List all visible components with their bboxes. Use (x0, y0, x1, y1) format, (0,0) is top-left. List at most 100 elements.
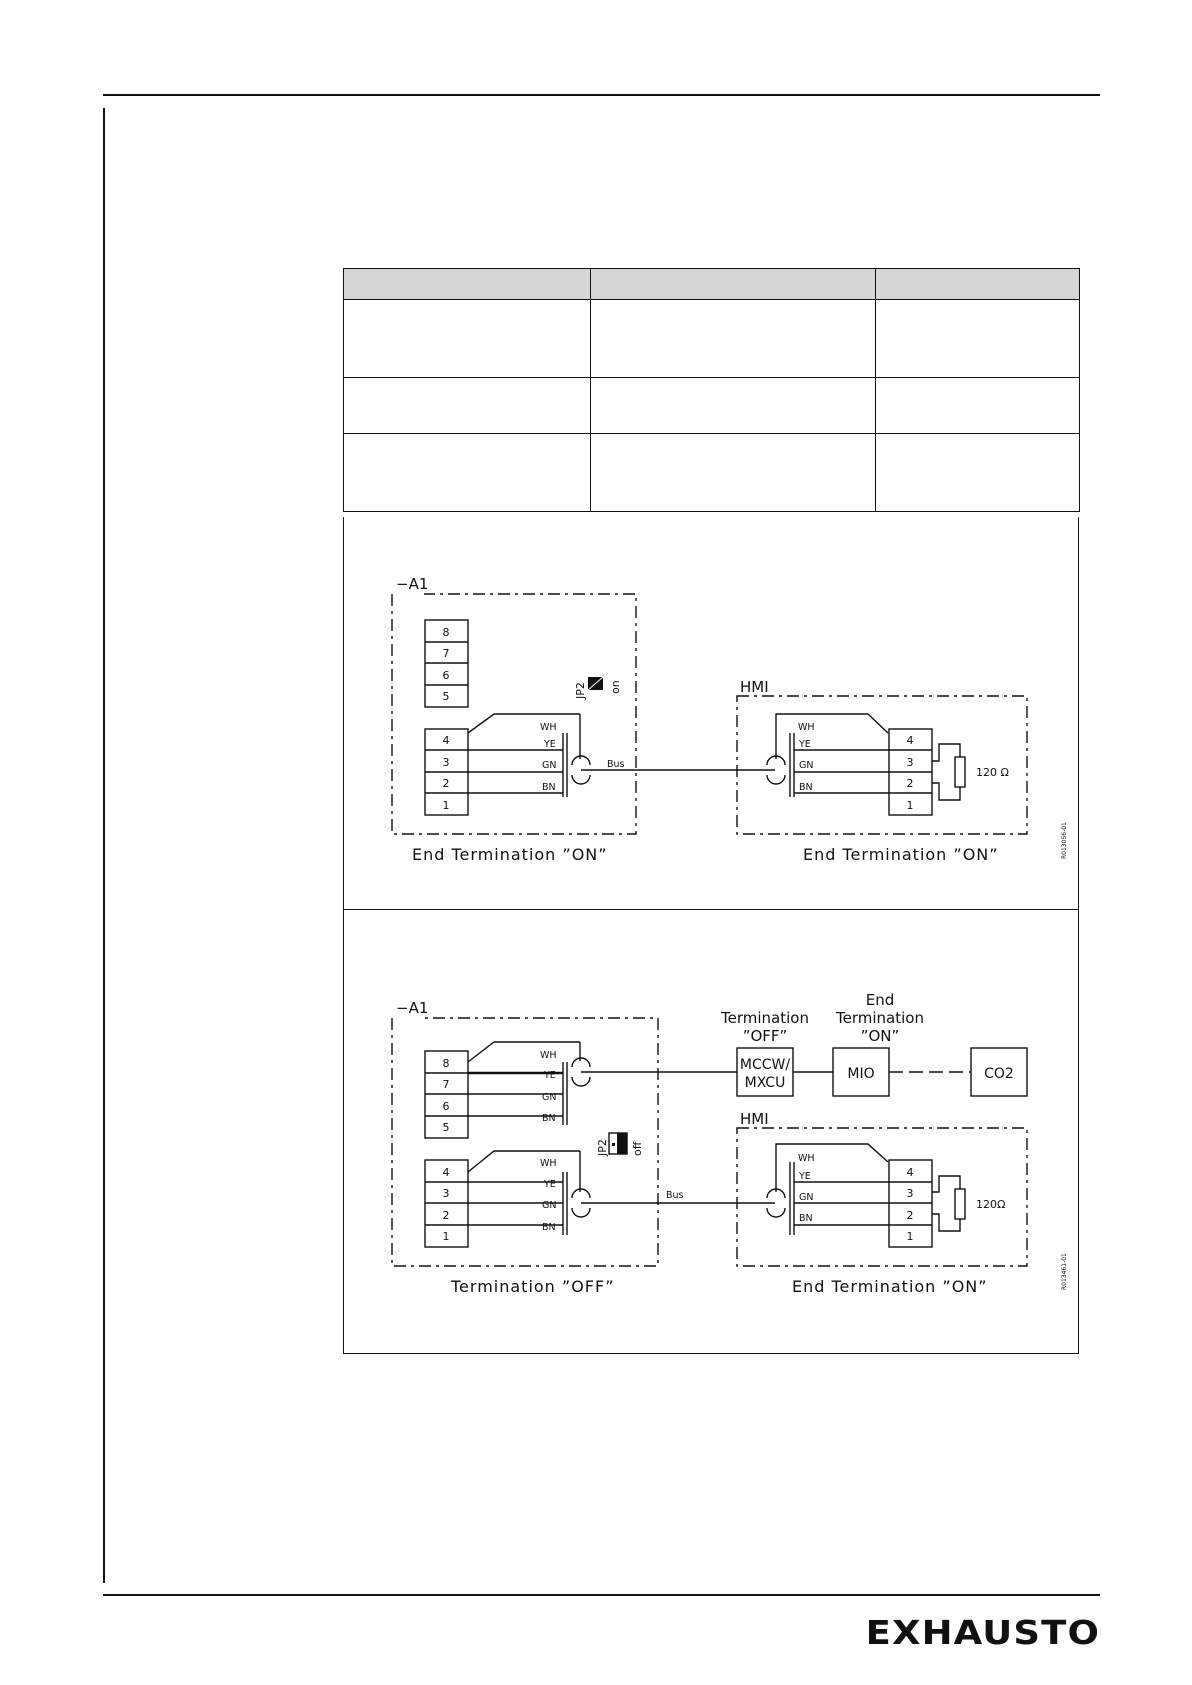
wire-color: WH (540, 1050, 557, 1061)
bus-label: Bus (666, 1190, 684, 1201)
figure-id: R013056-01 (1061, 822, 1068, 859)
wiring-panel-mixed-termination: −A1 HMI JP2 off Termination ”OFF” End Te… (343, 909, 1079, 1354)
table-cell (590, 433, 876, 512)
mio-termination-state: ”ON” (861, 1027, 900, 1045)
wire-color: WH (798, 1153, 815, 1164)
info-table (343, 268, 1080, 512)
wire-color: BN (542, 1113, 556, 1124)
terminal-number: 3 (443, 756, 450, 769)
caption-hmi: End Termination ”ON” (803, 845, 999, 864)
wire-color: GN (542, 1092, 556, 1103)
hmi-outline (736, 695, 1028, 835)
table-cell (875, 377, 1080, 434)
terminal-number: 1 (443, 1230, 450, 1243)
wire-color: GN (542, 1200, 556, 1211)
table-row (343, 299, 1080, 378)
hmi-label: HMI (740, 1110, 769, 1128)
terminal-number: 8 (443, 1057, 450, 1070)
resistor-label: 120 Ω (976, 766, 1009, 779)
wire-color: WH (798, 722, 815, 733)
margin-rule (103, 108, 105, 1583)
table-cell (343, 433, 591, 512)
controller-label: −A1 (396, 999, 428, 1017)
table-cell (590, 299, 876, 378)
terminal-number: 3 (907, 1187, 914, 1200)
jumper-label: JP2 (596, 1139, 609, 1157)
table-cell (343, 299, 591, 378)
wire-color: YE (543, 1070, 556, 1081)
controller-label: −A1 (396, 575, 428, 593)
wire-color: BN (542, 1222, 556, 1233)
hmi-outline (736, 1127, 1028, 1267)
terminal-number: 7 (443, 647, 450, 660)
wire-color: YE (543, 739, 556, 750)
mio-termination-label: End (866, 991, 895, 1009)
wire-color: BN (799, 782, 813, 793)
table-header-cell (590, 268, 876, 300)
header-rule (103, 94, 1100, 96)
wire-color: BN (799, 1213, 813, 1224)
mccw-termination-label: Termination (720, 1009, 809, 1027)
caption-controller: End Termination ”ON” (412, 845, 608, 864)
table-cell (343, 377, 591, 434)
terminal-number: 5 (443, 1121, 450, 1134)
table-cell (875, 299, 1080, 378)
wire-color: WH (540, 1158, 557, 1169)
mio-termination-label: Termination (835, 1009, 924, 1027)
jumper-label: JP2 (574, 682, 587, 700)
wiring-diagram-2: −A1 HMI JP2 off Termination ”OFF” End Te… (391, 991, 1068, 1296)
wire-color: BN (542, 782, 556, 793)
terminal-number: 1 (907, 799, 914, 812)
terminal-number: 2 (907, 777, 914, 790)
terminal-number: 6 (443, 1100, 450, 1113)
caption-controller: Termination ”OFF” (450, 1277, 614, 1296)
caption-hmi: End Termination ”ON” (792, 1277, 988, 1296)
jumper-state: on (609, 680, 622, 694)
terminal-number: 1 (443, 799, 450, 812)
terminal-number: 1 (907, 1230, 914, 1243)
footer-rule (103, 1594, 1100, 1596)
terminal-number: 4 (443, 1166, 450, 1179)
mccw-termination-state: ”OFF” (743, 1027, 788, 1045)
figure-id: R013461-01 (1061, 1253, 1068, 1290)
mccw-mxcu-label: MCCW/ (740, 1057, 790, 1073)
wire-color: YE (798, 739, 811, 750)
terminal-number: 8 (443, 626, 450, 639)
wire-color: YE (798, 1171, 811, 1182)
mio-label: MIO (847, 1066, 874, 1082)
wiring-diagram-1: −A1 HMI JP2 on 8 7 6 5 4 3 2 1 4 3 2 1 W… (391, 575, 1068, 864)
bus-label: Bus (607, 759, 625, 770)
table-row (343, 433, 1080, 512)
wire-color: GN (799, 760, 813, 771)
table-header-cell (875, 268, 1080, 300)
hmi-label: HMI (740, 678, 769, 696)
terminal-number: 4 (907, 734, 914, 747)
table-cell (875, 433, 1080, 512)
terminal-number: 3 (443, 1187, 450, 1200)
resistor-label: 120Ω (976, 1198, 1005, 1211)
resistor-icon (954, 1188, 966, 1220)
controller-outline (391, 593, 637, 835)
wire-color: YE (543, 1179, 556, 1190)
wire-color: WH (540, 722, 557, 733)
terminal-number: 2 (443, 1209, 450, 1222)
table-cell (590, 377, 876, 434)
table-row (343, 377, 1080, 434)
terminal-number: 4 (443, 734, 450, 747)
terminal-number: 2 (443, 777, 450, 790)
terminal-number: 7 (443, 1078, 450, 1091)
jumper-state: off (631, 1141, 644, 1156)
terminal-number: 6 (443, 669, 450, 682)
mccw-mxcu-label: MXCU (745, 1075, 786, 1091)
co2-label: CO2 (984, 1066, 1014, 1082)
wire-color: GN (799, 1192, 813, 1203)
brand-logo: EXHAUSTO (865, 1613, 1100, 1652)
co2-box (970, 1047, 1028, 1097)
resistor-icon (954, 756, 966, 788)
wire-color: GN (542, 760, 556, 771)
terminal-number: 3 (907, 756, 914, 769)
terminal-number: 2 (907, 1209, 914, 1222)
table-header-row (343, 268, 1080, 300)
table-header-cell (343, 268, 591, 300)
terminal-number: 4 (907, 1166, 914, 1179)
